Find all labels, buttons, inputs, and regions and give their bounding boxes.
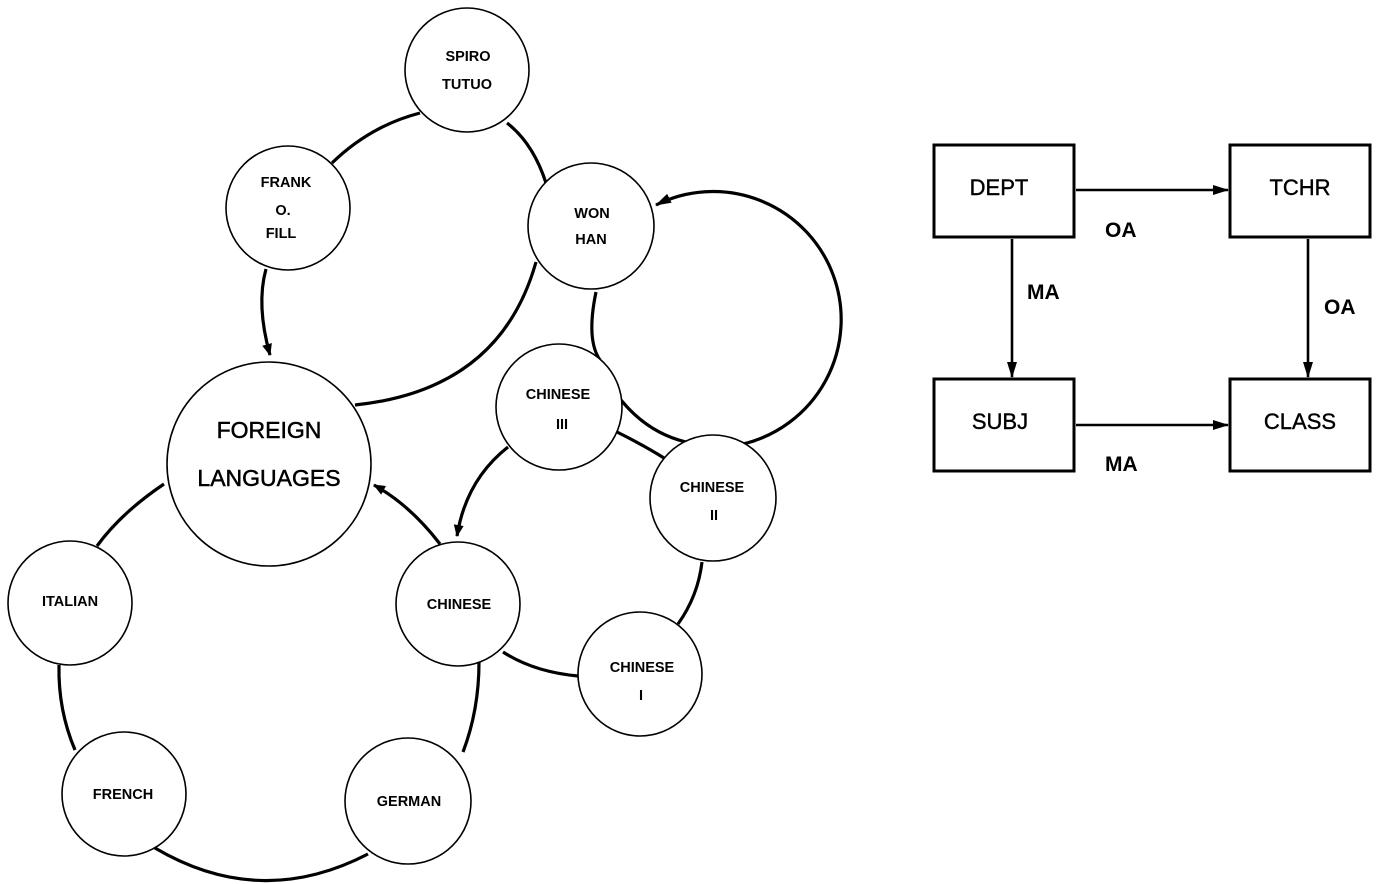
edge-chinese1-chinese (502, 650, 579, 678)
edge-frank-foreign (260, 268, 272, 356)
entity-box (932, 143, 1076, 239)
node-circle (166, 361, 372, 567)
edge-chinese3-chinese (453, 445, 509, 537)
edge-chinese2-chinese1 (676, 561, 704, 625)
entity-box (932, 377, 1076, 473)
node-won-han[interactable]: WON HAN (527, 162, 655, 290)
edge-spiro-won (506, 121, 548, 184)
edge-won-foreign (354, 261, 538, 407)
node-label: I (639, 688, 643, 704)
schema-diagram: OA MA OA MA DEPT TCHR SUBJ CLASS (932, 143, 1372, 476)
node-circle (61, 731, 187, 857)
node-label: O. (275, 203, 290, 219)
node-german[interactable]: GERMAN (344, 737, 472, 865)
node-french[interactable]: FRENCH (61, 731, 187, 857)
node-label: CHINESE (680, 480, 745, 496)
entity-label: SUBJ (972, 409, 1028, 434)
node-label: FRANK (261, 175, 312, 191)
node-label: FOREIGN (217, 417, 322, 443)
edge-italian-french (57, 664, 77, 751)
node-circle (495, 343, 623, 471)
node-chinese-iii[interactable]: CHINESE III (495, 343, 623, 471)
node-label: III (556, 417, 568, 433)
node-frank-o-fill[interactable]: FRANK O. FILL (225, 145, 351, 271)
node-circle (577, 611, 703, 737)
edge-chinese-foreign (373, 483, 442, 545)
relation-label-dept-tchr: OA (1105, 219, 1137, 242)
node-label: FILL (266, 226, 297, 242)
node-circle (344, 737, 472, 865)
node-label: FRENCH (93, 787, 153, 803)
node-label: HAN (575, 232, 606, 248)
node-label: LANGUAGES (197, 465, 340, 491)
edge-loop-won (590, 291, 602, 361)
node-label: WON (574, 206, 609, 222)
node-circle (395, 541, 521, 667)
edge-german-chinese (461, 661, 481, 753)
node-label: TUTUO (442, 77, 492, 93)
node-foreign-languages[interactable]: FOREIGN LANGUAGES (166, 361, 372, 567)
edge-frank-spiro (330, 111, 421, 165)
entity-label: TCHR (1269, 175, 1330, 200)
entity-tchr[interactable]: TCHR (1228, 143, 1372, 239)
entity-class[interactable]: CLASS (1228, 377, 1372, 473)
edge-foreign-italian (95, 482, 165, 547)
node-chinese-i[interactable]: CHINESE I (577, 611, 703, 737)
node-chinese[interactable]: CHINESE (395, 541, 521, 667)
node-circle (225, 145, 351, 271)
node-circle (649, 434, 777, 562)
node-label: CHINESE (526, 387, 591, 403)
entity-subj[interactable]: SUBJ (932, 377, 1076, 473)
node-circle (7, 540, 133, 666)
edge-chinese3-chinese2 (616, 430, 665, 460)
relation-label-subj-class: MA (1105, 453, 1138, 476)
node-spiro-tutuo[interactable]: SPIRO TUTUO (404, 7, 530, 133)
entity-box (1228, 377, 1372, 473)
node-label: CHINESE (610, 660, 675, 676)
node-label: SPIRO (445, 49, 490, 65)
node-circle (527, 162, 655, 290)
edge-french-german (154, 846, 369, 883)
node-label: CHINESE (427, 597, 492, 613)
node-chinese-ii[interactable]: CHINESE II (649, 434, 777, 562)
node-italian[interactable]: ITALIAN (7, 540, 133, 666)
entity-label: CLASS (1264, 409, 1336, 434)
entity-box (1228, 143, 1372, 239)
entity-label: DEPT (970, 175, 1029, 200)
relation-label-tchr-class: OA (1324, 296, 1356, 319)
node-circle (404, 7, 530, 133)
relation-label-dept-subj: MA (1027, 281, 1060, 304)
node-label: GERMAN (377, 794, 441, 810)
edge-loop-big-arc (655, 189, 843, 446)
edge-loop-chinese3-chinese2 (619, 398, 687, 444)
node-label: ITALIAN (42, 594, 98, 610)
network-edges (57, 111, 843, 883)
node-label: II (710, 508, 718, 524)
entity-dept[interactable]: DEPT (932, 143, 1076, 239)
